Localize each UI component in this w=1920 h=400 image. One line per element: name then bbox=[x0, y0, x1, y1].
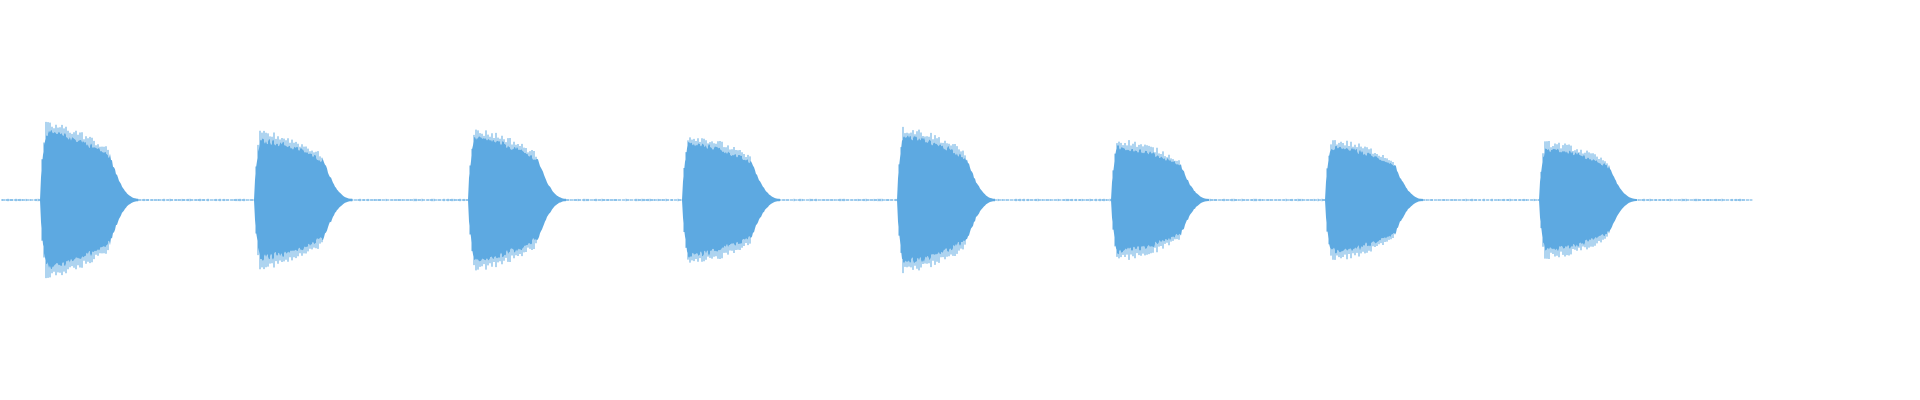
waveform-burst-5-strands bbox=[898, 126, 966, 274]
waveform-burst-1-envelope bbox=[40, 130, 138, 270]
waveform-burst-7 bbox=[1325, 140, 1423, 260]
waveform-burst-8 bbox=[1539, 141, 1637, 259]
waveform-burst-7-strands bbox=[1326, 140, 1394, 260]
waveform-burst-4-envelope bbox=[682, 142, 780, 258]
waveform-burst-6 bbox=[1111, 140, 1209, 260]
waveform-burst-8-envelope bbox=[1539, 147, 1637, 252]
waveform-burst-2 bbox=[254, 130, 352, 270]
waveform-burst-1-strands bbox=[41, 121, 109, 279]
waveform-burst-2-strands bbox=[255, 130, 323, 270]
waveform-burst-6-envelope bbox=[1111, 145, 1209, 255]
waveform-burst-4 bbox=[682, 137, 780, 263]
waveform-burst-5-envelope bbox=[897, 135, 995, 264]
waveform-burst-1 bbox=[40, 121, 138, 279]
waveform-burst-3-strands bbox=[469, 129, 537, 271]
waveform-burst-7-envelope bbox=[1325, 145, 1423, 254]
waveform-burst-8-strands bbox=[1540, 141, 1608, 259]
waveform-burst-5 bbox=[897, 126, 995, 274]
waveform-burst-3-envelope bbox=[468, 136, 566, 262]
waveform-burst-2-envelope bbox=[254, 138, 352, 261]
waveform-burst-4-strands bbox=[683, 137, 751, 263]
waveform-burst-6-strands bbox=[1112, 140, 1180, 260]
waveform-burst-3 bbox=[468, 129, 566, 271]
